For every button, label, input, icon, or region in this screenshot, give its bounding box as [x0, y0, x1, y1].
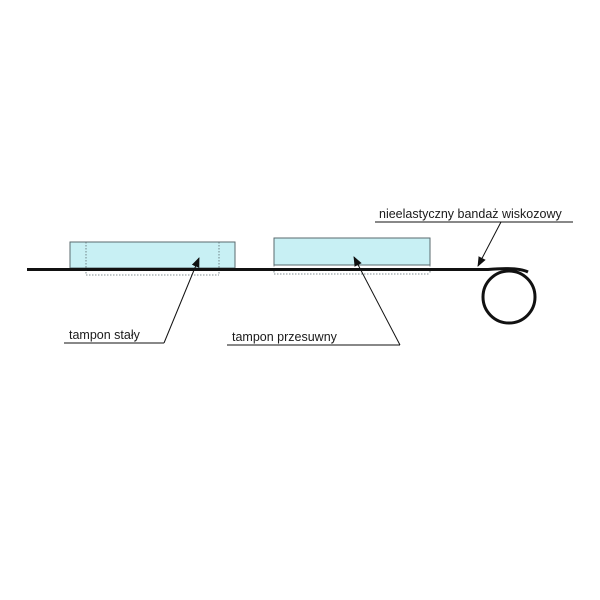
sliding-pad-label: tampon przesuwny — [232, 330, 338, 344]
bandage-leader-arrow — [477, 221, 502, 267]
fixed-pad-body — [69, 241, 236, 269]
fixed-pad — [69, 241, 236, 276]
bandage — [27, 267, 537, 325]
sliding-pad-body — [273, 237, 431, 266]
bandage-strip — [27, 267, 529, 274]
leader-lines — [64, 221, 573, 346]
fixed-pad-leader-arrow — [163, 257, 200, 344]
fixed-pad-label: tampon stały — [69, 328, 141, 342]
sliding-pad — [273, 237, 431, 275]
bandage-roll — [481, 269, 537, 325]
sliding-pad-leader-arrow — [353, 256, 401, 346]
bandage-label: nieelastyczny bandaż wiskozowy — [379, 207, 562, 221]
